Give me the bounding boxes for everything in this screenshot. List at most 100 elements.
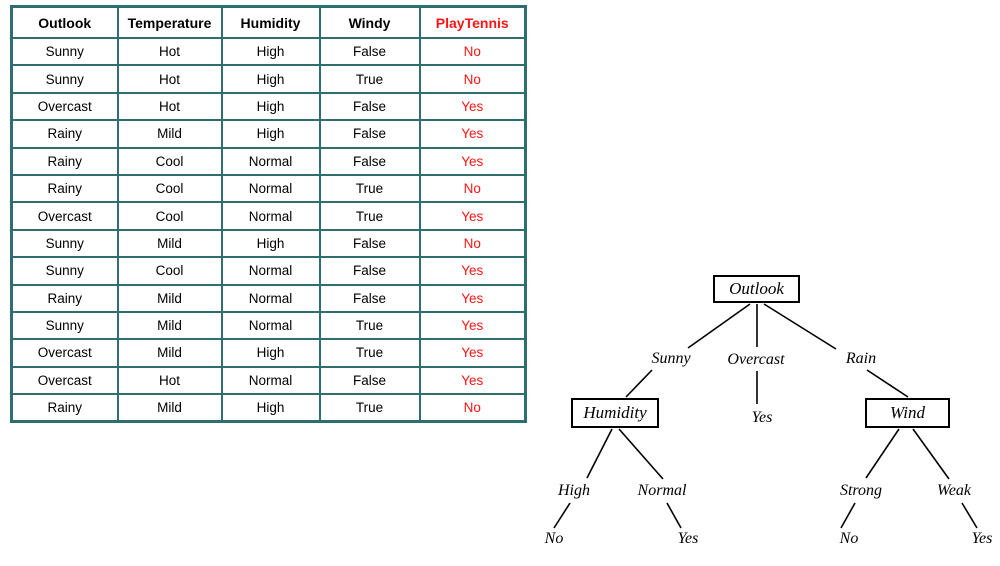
cell-humidity: Normal [220, 146, 321, 176]
edge-humidity-normal [618, 428, 664, 480]
col-header-temperature: Temperature [116, 5, 223, 39]
cell-humidity: Normal [220, 310, 321, 341]
col-header-playtennis: PlayTennis [418, 5, 527, 39]
cell-humidity: Normal [220, 283, 321, 313]
cell-humidity: High [220, 338, 321, 368]
cell-outlook: Sunny [10, 310, 119, 341]
col-header-humidity: Humidity [220, 5, 321, 39]
edge-weak-yes [961, 502, 978, 529]
cell-playtennis: Yes [418, 365, 527, 396]
edge-high-no [553, 502, 571, 529]
cell-playtennis: Yes [418, 91, 527, 122]
cell-temperature: Cool [116, 146, 223, 176]
cell-outlook: Overcast [10, 201, 119, 231]
tree-branch-strong: Strong [837, 482, 885, 500]
cell-windy: False [318, 283, 421, 313]
edge-rain-wind [866, 369, 909, 398]
tree-node-wind: Wind [865, 398, 950, 428]
edge-wind-strong [865, 428, 900, 479]
cell-temperature: Hot [116, 36, 223, 67]
cell-outlook: Sunny [10, 64, 119, 94]
tree-branch-rain: Rain [843, 350, 879, 368]
cell-temperature: Hot [116, 365, 223, 396]
cell-windy: True [318, 64, 421, 94]
cell-windy: True [318, 310, 421, 341]
cell-playtennis: No [418, 393, 527, 423]
cell-windy: False [318, 256, 421, 286]
cell-temperature: Mild [116, 283, 223, 313]
cell-windy: True [318, 201, 421, 231]
cell-playtennis: Yes [418, 283, 527, 313]
play-tennis-table: Outlook Temperature Humidity Windy PlayT… [10, 5, 527, 424]
tree-branch-high: High [556, 482, 592, 500]
cell-windy: True [318, 393, 421, 423]
tree-branch-sunny: Sunny [649, 350, 693, 368]
cell-outlook: Rainy [10, 119, 119, 149]
cell-temperature: Cool [116, 173, 223, 204]
cell-outlook: Rainy [10, 393, 119, 423]
cell-temperature: Mild [116, 119, 223, 149]
tree-branch-overcast: Overcast [725, 351, 787, 369]
cell-humidity: High [220, 228, 321, 259]
tree-branch-normal: Normal [635, 482, 689, 500]
cell-humidity: Normal [220, 365, 321, 396]
cell-playtennis: No [418, 64, 527, 94]
cell-temperature: Cool [116, 201, 223, 231]
cell-playtennis: Yes [418, 310, 527, 341]
cell-outlook: Overcast [10, 91, 119, 122]
tree-node-outlook: Outlook [713, 275, 800, 303]
cell-playtennis: No [418, 36, 527, 67]
cell-playtennis: No [418, 173, 527, 204]
cell-outlook: Overcast [10, 338, 119, 368]
cell-humidity: Normal [220, 173, 321, 204]
cell-outlook: Sunny [10, 256, 119, 286]
cell-temperature: Mild [116, 338, 223, 368]
cell-windy: False [318, 119, 421, 149]
cell-temperature: Cool [116, 256, 223, 286]
cell-outlook: Overcast [10, 365, 119, 396]
cell-outlook: Sunny [10, 228, 119, 259]
cell-outlook: Sunny [10, 36, 119, 67]
cell-windy: False [318, 365, 421, 396]
cell-outlook: Rainy [10, 283, 119, 313]
tree-leaf-weak-yes: Yes [969, 530, 995, 548]
cell-outlook: Rainy [10, 146, 119, 176]
tree-leaf-normal-yes: Yes [675, 530, 701, 548]
cell-playtennis: No [418, 228, 527, 259]
cell-windy: False [318, 36, 421, 67]
cell-temperature: Mild [116, 393, 223, 423]
edge-sunny-humidity [625, 369, 653, 398]
cell-humidity: Normal [220, 256, 321, 286]
cell-humidity: High [220, 64, 321, 94]
cell-playtennis: Yes [418, 338, 527, 368]
edge-outlook-rain [763, 303, 837, 350]
cell-humidity: Normal [220, 201, 321, 231]
cell-outlook: Rainy [10, 173, 119, 204]
edge-strong-no [840, 502, 856, 529]
edge-outlook-sunny [687, 303, 751, 349]
cell-playtennis: Yes [418, 146, 527, 176]
cell-windy: True [318, 338, 421, 368]
cell-playtennis: Yes [418, 201, 527, 231]
cell-humidity: High [220, 119, 321, 149]
edge-wind-weak [912, 428, 950, 480]
tree-branch-weak: Weak [934, 482, 974, 500]
table-header-row: Outlook Temperature Humidity Windy PlayT… [10, 5, 527, 39]
tree-node-humidity: Humidity [571, 398, 659, 428]
tree-leaf-high-no: No [542, 530, 566, 548]
col-header-outlook: Outlook [10, 5, 119, 39]
cell-playtennis: Yes [418, 256, 527, 286]
cell-temperature: Hot [116, 64, 223, 94]
cell-humidity: High [220, 91, 321, 122]
edge-normal-yes [666, 502, 682, 529]
